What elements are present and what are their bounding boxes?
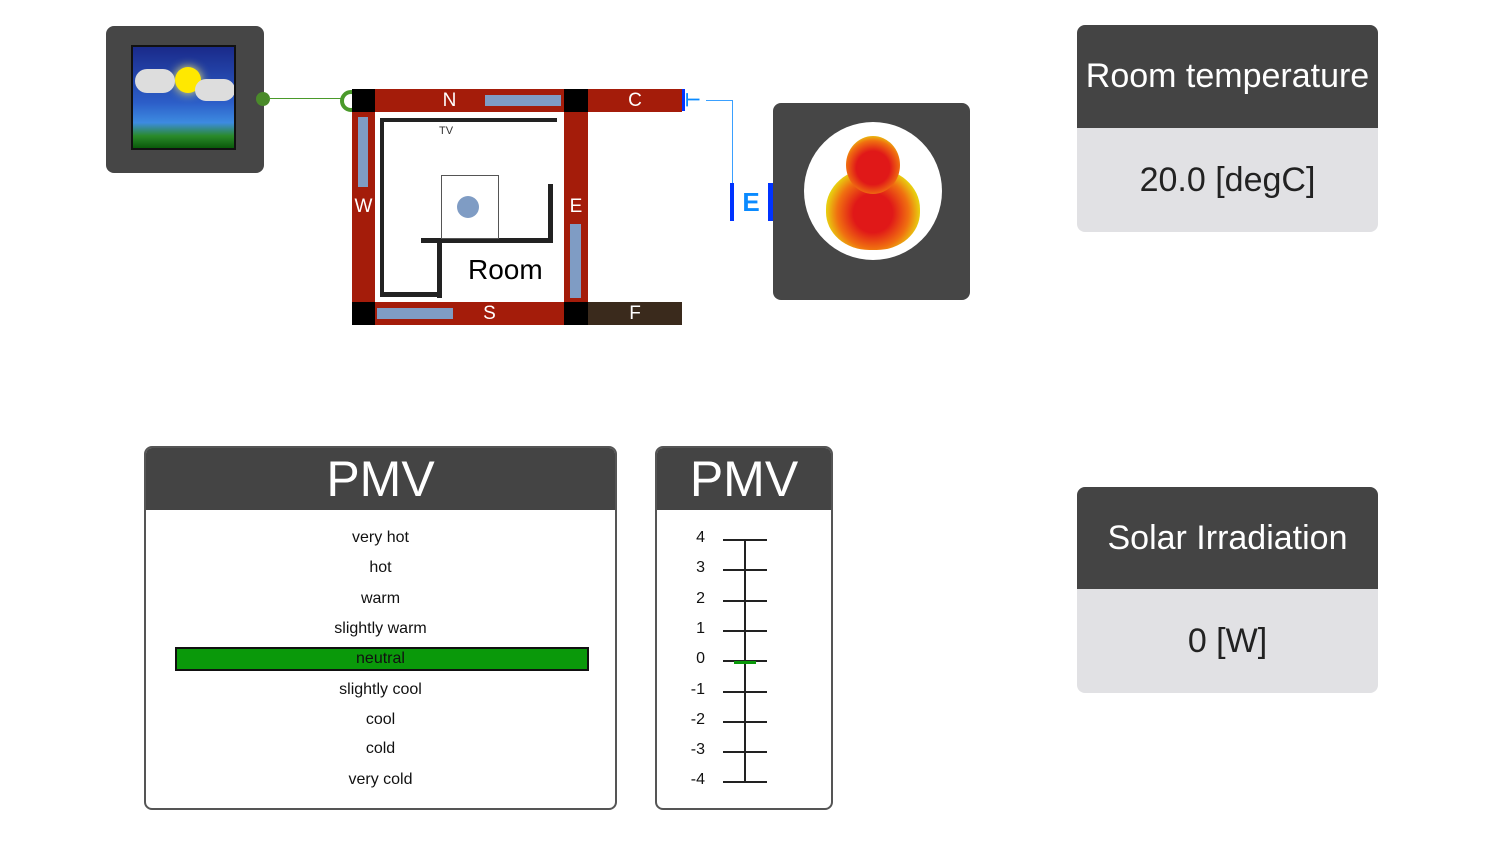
ceiling[interactable]: C <box>588 89 682 112</box>
thermal-body-icon <box>804 122 942 260</box>
floor-label: F <box>629 302 641 324</box>
room-temperature-title: Room temperature <box>1077 25 1378 128</box>
pmv-label-neutral: neutral <box>356 650 405 667</box>
scale-tick-label: -4 <box>690 771 705 789</box>
scale-tick <box>723 751 767 754</box>
wall-south[interactable]: S <box>375 302 564 325</box>
pmv-scale-panel: PMV 4 3 2 1 0 -1 -2 -3 -4 <box>655 446 833 810</box>
pmv-label-warm: warm <box>360 590 401 607</box>
connection-line <box>268 98 348 99</box>
window-west <box>358 117 368 187</box>
wall-north-label: N <box>442 89 457 111</box>
thermal-comfort-block[interactable] <box>773 103 970 300</box>
pmv-label-cold: cold <box>365 740 396 757</box>
weather-block[interactable] <box>106 26 264 173</box>
floorplan-icon: TV Room <box>375 112 564 302</box>
pmv-label-slightly-warm: slightly warm <box>334 620 427 637</box>
tv-label: TV <box>439 125 454 137</box>
scale-tick <box>723 720 767 723</box>
scale-tick-label: 3 <box>696 559 705 577</box>
solar-value: 0 [W] <box>1077 589 1378 693</box>
scale-tick <box>723 781 767 784</box>
sun-cloud-icon <box>131 45 236 150</box>
room-label: Room <box>468 254 543 285</box>
weather-port[interactable] <box>256 92 270 106</box>
scale-tick <box>723 629 767 632</box>
room-block[interactable]: N C W E S F TV Room <box>352 89 682 325</box>
scale-tick <box>723 690 767 693</box>
scale-tick <box>723 539 767 541</box>
floor[interactable]: F <box>588 302 682 325</box>
window-south <box>377 308 453 319</box>
pmv-scale-title: PMV <box>657 448 831 510</box>
room-temperature-value: 20.0 [degC] <box>1077 128 1378 232</box>
pmv-title: PMV <box>146 448 615 510</box>
scale-tick-label: 1 <box>696 619 705 637</box>
wall-west-label: W <box>354 196 373 217</box>
ceiling-label: C <box>628 89 642 111</box>
solar-irradiation-display: Solar Irradiation 0 [W] <box>1077 487 1378 693</box>
wall-east-label: E <box>569 196 583 217</box>
pmv-label-very-cold: very cold <box>348 771 413 788</box>
room-temperature-display: Room temperature 20.0 [degC] <box>1077 25 1378 232</box>
heat-port-comfort[interactable]: E <box>730 183 773 221</box>
scale-tick-label: 4 <box>696 529 705 546</box>
scale-tick <box>723 569 767 572</box>
neutral-highlight <box>175 647 589 671</box>
pmv-label-hot: hot <box>369 559 392 576</box>
pmv-label-slightly-cool: slightly cool <box>339 681 422 698</box>
window-east <box>570 224 581 298</box>
window-north <box>485 95 561 106</box>
pmv-label-very-hot: very hot <box>352 529 409 546</box>
scale-tick <box>723 599 767 602</box>
connection-line <box>706 100 733 101</box>
wall-south-label: S <box>483 302 496 324</box>
scale-tick-label: 0 <box>696 650 705 668</box>
scale-tick-label: -1 <box>690 680 705 698</box>
scale-tick-label: -2 <box>690 710 705 728</box>
pmv-value-marker <box>734 661 756 665</box>
scale-tick-label: -3 <box>690 741 705 759</box>
wall-north[interactable]: N <box>375 89 564 112</box>
scale-tick-label: 2 <box>696 589 705 607</box>
pmv-label-panel: PMV very hot hot warm slightly warm neutral s… <box>144 446 617 810</box>
wall-west[interactable]: W <box>352 112 375 302</box>
heat-port-room[interactable]: ⊢ <box>682 89 706 111</box>
solar-title: Solar Irradiation <box>1077 487 1378 589</box>
connection-line <box>732 100 733 192</box>
pmv-label-cool: cool <box>365 711 396 728</box>
